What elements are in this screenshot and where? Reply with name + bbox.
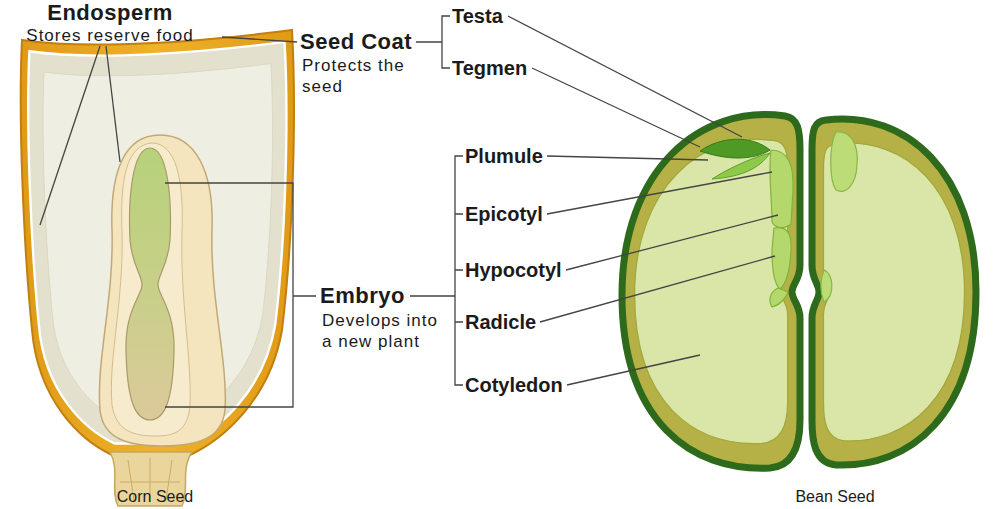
- plumule-leaf: [700, 139, 770, 158]
- bracket: [165, 183, 316, 407]
- part-heading: Embryo: [320, 283, 430, 309]
- seed-caption: Bean Seed: [735, 487, 935, 507]
- leader-line: [547, 156, 708, 160]
- seed-caption: Corn Seed: [55, 487, 255, 507]
- part-description: Protects the seed: [302, 55, 427, 97]
- part-heading: Seed Coat: [300, 29, 440, 55]
- leader-line: [222, 37, 297, 42]
- bracket: [416, 16, 450, 68]
- part-description: Stores reserve food: [10, 25, 210, 46]
- part-name: Cotyledon: [465, 373, 595, 397]
- part-name: Epicotyl: [465, 202, 585, 226]
- corn-embryo-inner: [111, 143, 190, 436]
- corn-embryo: [99, 135, 225, 446]
- bean-left-cotyledon: [635, 139, 788, 443]
- corn-seed: [21, 30, 294, 506]
- leader-line: [508, 16, 742, 137]
- plumule-leaf: [712, 153, 770, 179]
- bean-right-half: [812, 119, 976, 465]
- part-heading: Endosperm: [10, 0, 210, 26]
- radicle-shape: [770, 288, 788, 307]
- leader-line: [567, 355, 700, 385]
- leader-line: [532, 68, 700, 147]
- corn-embryo-axis: [126, 148, 174, 420]
- part-description: Develops into a new plant: [322, 310, 446, 352]
- corn-endosperm-inner: [43, 64, 273, 421]
- corn-seed-coat: [21, 30, 294, 455]
- part-name: Plumule: [465, 144, 585, 168]
- hypocotyl-shape: [772, 228, 791, 289]
- leader-line: [106, 46, 120, 162]
- bean-right-cavity-lower: [821, 270, 832, 302]
- bean-seed: [622, 115, 976, 469]
- part-name: Hypocotyl: [465, 258, 595, 282]
- leader-line: [40, 46, 100, 225]
- bean-right-cavity: [831, 132, 858, 191]
- leader-lines: [40, 16, 778, 407]
- corn-endosperm-outer: [28, 42, 286, 444]
- leader-line: [547, 172, 772, 214]
- leader-line: [566, 215, 778, 270]
- part-name: Testa: [452, 4, 542, 28]
- part-name: Radicle: [465, 310, 585, 334]
- leader-line: [540, 256, 775, 322]
- part-name: Tegmen: [452, 56, 562, 80]
